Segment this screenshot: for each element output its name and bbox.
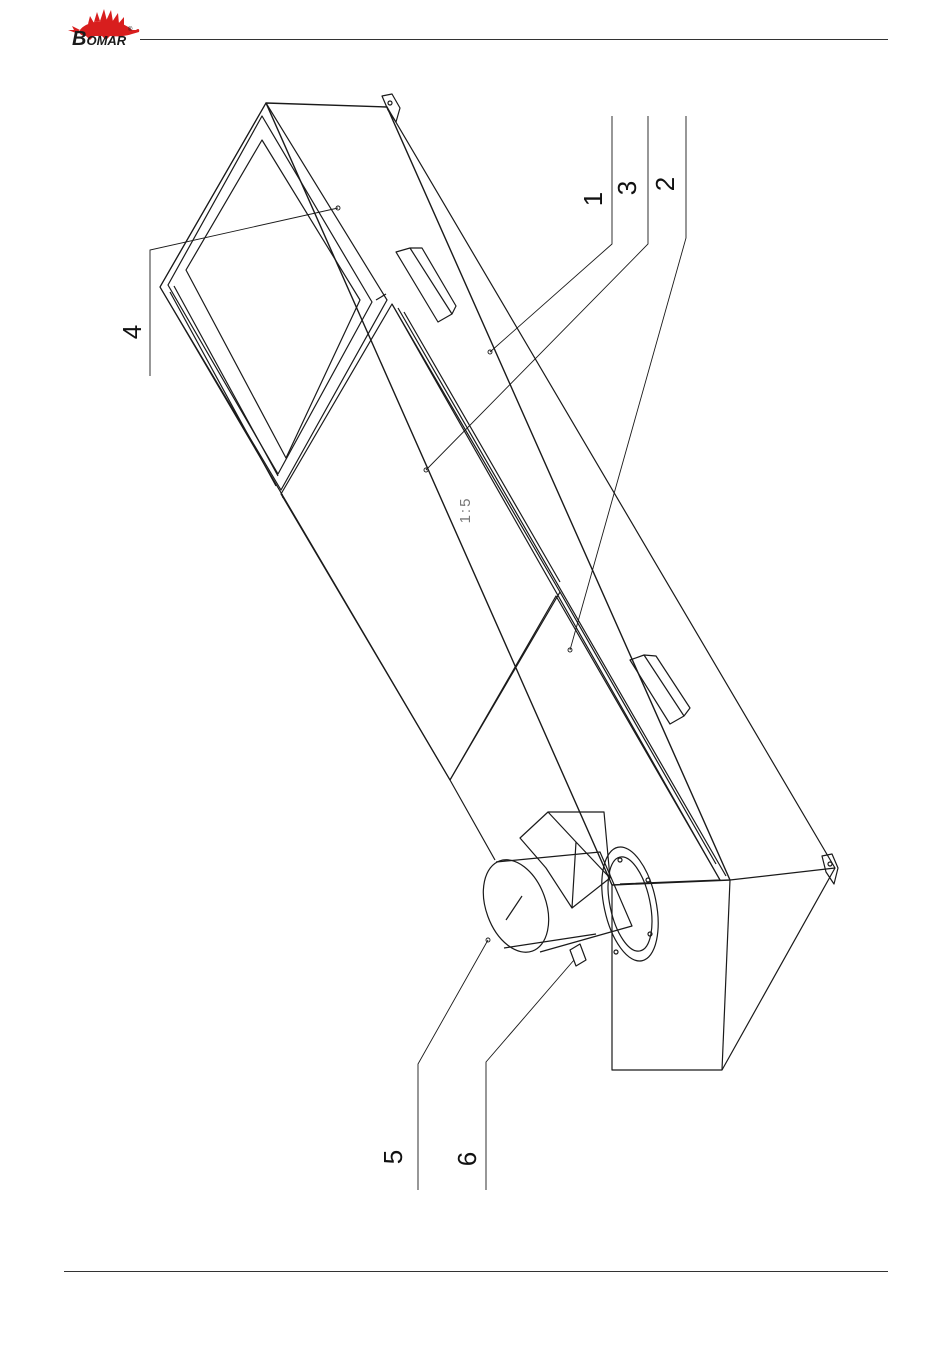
brand-initial: B — [72, 28, 86, 50]
cover-panel-lower — [450, 596, 720, 884]
scale-label: 1:5 — [457, 497, 474, 524]
header-divider — [140, 39, 888, 40]
brand-rest: OMAR — [86, 33, 126, 48]
leader-3 — [426, 116, 648, 470]
registered-mark: ® — [128, 27, 132, 33]
cable-gland — [570, 944, 586, 966]
leader-1 — [490, 116, 612, 352]
callout-1: 1 — [578, 192, 608, 206]
leader-6 — [486, 960, 574, 1190]
leader-4 — [150, 208, 338, 376]
cover-frame — [160, 103, 387, 490]
callout-4: 4 — [117, 325, 147, 339]
motor-terminal-box — [520, 812, 610, 908]
handle-upper — [396, 248, 456, 322]
callout-3: 3 — [612, 181, 642, 195]
box-side-face — [387, 107, 835, 880]
callout-5: 5 — [378, 1150, 408, 1164]
technical-drawing: 1 3 2 4 5 6 1:5 — [0, 60, 950, 1260]
callout-2: 2 — [650, 177, 680, 191]
cover-panel-middle — [281, 304, 560, 780]
brand-logo-text: BOMAR — [72, 28, 126, 51]
callout-6: 6 — [452, 1152, 482, 1166]
page-header: BOMAR ® — [0, 0, 950, 60]
mounting-tab-top — [382, 94, 400, 122]
footer-divider — [64, 1271, 888, 1272]
handle-lower — [630, 655, 690, 724]
